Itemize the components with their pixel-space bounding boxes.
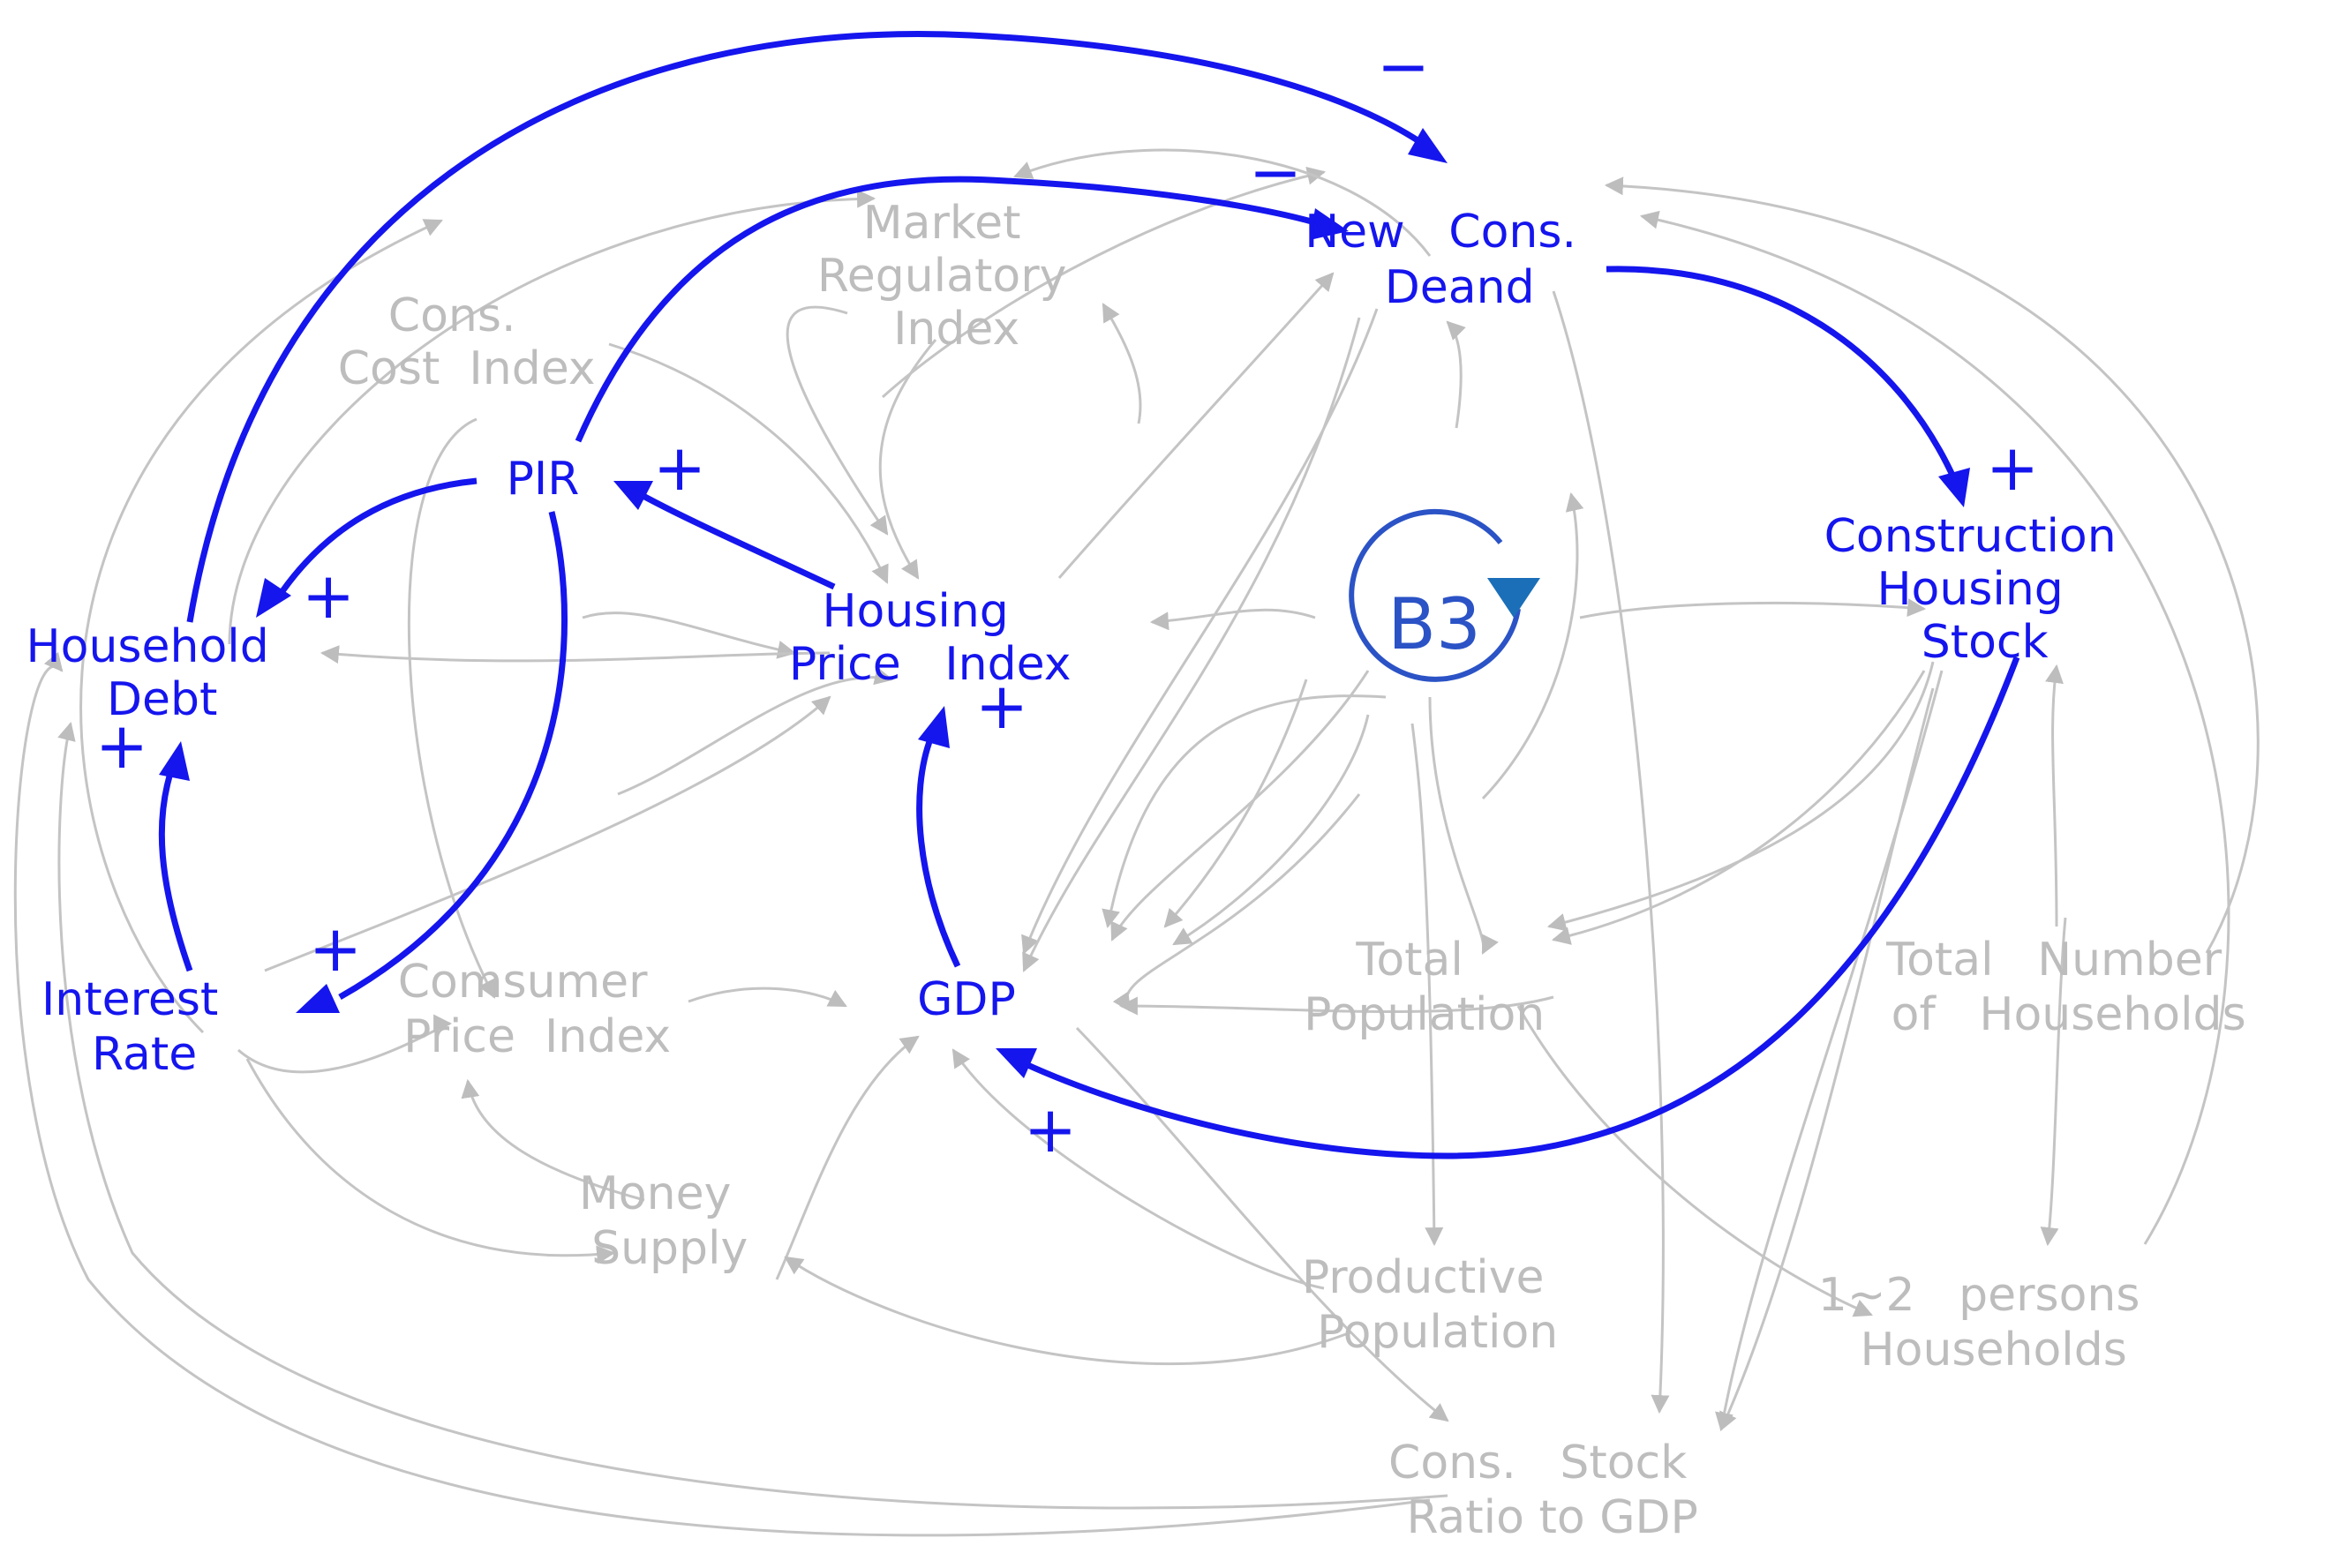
variable-labels: New Cons. Deand Construction Housing Sto… (0, 0, 2246, 1544)
node-total-population: Total Population (0, 0, 1618, 1041)
arrowhead-gdp-to-hpi (918, 706, 950, 748)
polarity-pir-to-rate: + (309, 912, 362, 986)
node-total-number-households: Total Number of Households (1885, 934, 2245, 1041)
link-demand-to-stock (1606, 266, 1959, 483)
link-pir-to-debt (280, 477, 478, 594)
link-gdp-to-hpi (916, 735, 961, 968)
arrowhead-pir-to-demand (1310, 208, 1349, 240)
node-consumer-price-index: Comsumer Price Index (0, 0, 749, 1063)
node-new-cons-demand: New Cons. Deand (0, 0, 1679, 314)
polarity-debt-to-demand: − (1377, 29, 1430, 103)
node-household-debt: Household Debt (0, 0, 371, 726)
blue-links (158, 31, 2020, 1159)
node-money-supply: Money Supply (0, 0, 833, 1275)
arrowhead-demand-to-stock (1938, 468, 1970, 507)
arrowhead-rate-to-debt (159, 741, 190, 781)
polarity-rate-to-debt: + (95, 709, 148, 783)
arrowhead-pir-to-rate (296, 984, 340, 1013)
polarity-demand-to-stock: + (1986, 431, 2039, 505)
polarity-stock-to-gdp: + (1024, 1092, 1077, 1167)
balancing-loop-marker: B3 (1349, 508, 1540, 682)
node-housing-price-index: Housing Price Index (0, 0, 1144, 691)
link-pir-to-demand (575, 176, 1326, 443)
arrowhead-hpi-to-pir (613, 481, 653, 510)
node-1-2-person-households: 1~2 persons Households (1818, 1269, 2140, 1377)
polarity-gdp-to-hpi: + (975, 669, 1028, 743)
polarity-pir-to-demand: − (1249, 135, 1302, 209)
loop-label: B3 (1388, 583, 1481, 665)
node-gdp: GDP (917, 973, 1016, 1026)
node-market-regulatory-index: Market Regulatory Index (0, 0, 1169, 356)
link-stock-to-gdp (1022, 656, 2020, 1159)
arrowhead-pir-to-debt (256, 578, 291, 618)
link-rate-to-debt (158, 766, 193, 972)
node-pir: PIR (507, 453, 580, 506)
polarity-hpi-to-pir: + (653, 431, 706, 505)
node-cons-cost-index: Cons. Cost Index (0, 0, 668, 395)
link-pir-to-rate (338, 511, 568, 1001)
arrowhead-stock-to-gdp (996, 1048, 1037, 1078)
arrowhead-debt-to-demand (1408, 128, 1448, 163)
polarity-signs: − − + + + + + + + (95, 29, 2039, 1167)
node-construction-housing-stock: Construction Housing Stock (0, 0, 2218, 669)
node-interest-rate: Interest Rate (0, 0, 320, 1081)
node-cons-stock-ratio-gdp: Cons. Stock Ratio to GDP (1388, 1437, 1698, 1544)
node-productive-population: Productive Population (1302, 1251, 1558, 1359)
link-hpi-to-pir (638, 491, 836, 590)
polarity-pir-to-debt: + (302, 559, 355, 633)
link-debt-to-demand (186, 31, 1427, 623)
